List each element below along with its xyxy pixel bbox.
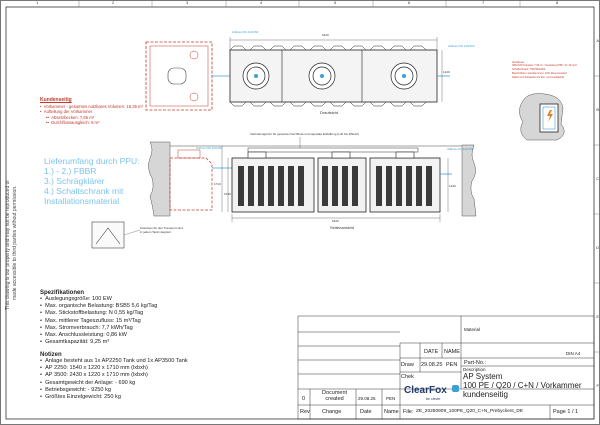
cabinet-note-line: Gehäuse	[512, 60, 525, 64]
zone-row-label: D	[596, 245, 599, 250]
din-format: DIN A4	[566, 351, 581, 356]
delivery-scope-title: Lieferumfang durch PPU:	[44, 156, 140, 166]
zone-column-label: 8	[556, 0, 559, 5]
note-item: • Gesamtgewicht der Anlage: - 690 kg	[40, 379, 136, 386]
material-label: Material	[464, 327, 481, 332]
top-view-outlet-tag: Abfluss DN 110/150	[448, 44, 475, 48]
brand-logo: ClearFox be clever	[404, 380, 460, 401]
copyright-line-1: This drawing is our property and may not…	[5, 179, 11, 310]
side-view-height-mid: 1330	[224, 192, 231, 196]
brand-shield-icon	[452, 385, 460, 393]
cabinet-note-line: Schaltschrank: 700x500x200	[512, 68, 546, 71]
revision-date: 29.08.25	[358, 396, 376, 401]
customer-side-item: •• Absetzbecken: 7,65 m³	[46, 114, 95, 120]
date-column-label: Date	[360, 409, 372, 415]
crane-note-line-2: in jedem Tank integriert	[140, 230, 171, 234]
side-view-length-dimension: 6420	[332, 219, 339, 223]
zone-column-label: 7	[482, 0, 485, 5]
file-name: ZE_20250909_100PE_Q20_C+N_Prebyclient_DE	[416, 409, 524, 414]
copyright-line-2: made accessible to third parties without…	[12, 185, 18, 301]
note-item: • Größtes Einzelgewicht: 250 kg	[40, 394, 121, 401]
side-view-caption: Seitenansicht	[330, 225, 355, 230]
crane-note-line-1: Kranösen für den Transport sind	[140, 226, 183, 230]
customer-side-item: • Aufteilung der Vorkammer	[40, 109, 93, 114]
customer-side-title: Kundenseitig	[40, 97, 72, 103]
change-column-label: Change	[322, 409, 342, 415]
delivery-scope-item: 1.) - 2.) FBBR	[44, 166, 97, 176]
zone-column-label: 3	[186, 0, 189, 5]
specification-item: • Max. mittlerer Tageszufluss: 15 m³/Tag	[40, 317, 141, 324]
zone-column-label: 6	[408, 0, 411, 5]
revision-number: 0	[302, 396, 306, 402]
note-item: • Anlage besteht aus 1x AP2250 Tank und …	[40, 358, 188, 364]
zone-column-label: 2	[112, 0, 115, 5]
name-column-label: Name	[384, 409, 399, 415]
revision-change: Document created	[322, 390, 348, 402]
zone-row-label: A	[596, 38, 599, 43]
specification-item: • Max. Stromverbrauch: 7,7 kWh/Tag	[40, 324, 133, 331]
page-number: Page 1 / 1	[553, 409, 579, 415]
delivery-scope-item: 3.) Schrägklärer	[44, 176, 105, 186]
file-label: File:	[403, 409, 414, 415]
zone-row-label: E	[596, 314, 599, 319]
zone-row-label: F	[596, 383, 599, 388]
delivery-scope-block: Lieferumfang durch PPU: 1.) - 2.) FBBR 3…	[44, 156, 139, 206]
specification-item: • Gesamtkapazität: 9,25 m³	[40, 339, 110, 346]
brand-name: ClearFox	[404, 385, 447, 396]
specification-item: • Max. Stickstoffbelastung: N 0,55 kg/Ta…	[40, 310, 144, 317]
delivery-scope-item: Installationsmaterial	[44, 196, 120, 206]
side-view-height-outer: 1710	[214, 182, 221, 186]
zone-row-label: C	[596, 176, 599, 181]
cabinet-note-line: Beschriftete Leiterklemmen: 10% Reservea…	[512, 72, 567, 75]
revision-name: PEN	[386, 396, 396, 401]
part-number-label: Part-No.:	[464, 360, 487, 366]
check-label: Chek	[401, 374, 414, 380]
note-item: • Betriebsgewicht: - 9250 kg	[40, 386, 111, 393]
side-view-inlet-tag: Zufluss DN 110/150	[196, 146, 223, 150]
top-view-width-dimension: 1220	[443, 70, 450, 74]
top-view-length-dimension: 6420	[322, 33, 329, 37]
description-label: Description	[463, 367, 486, 372]
cabinet-note-line: Kabel und Schläuche für Ein- und Ausblas…	[512, 76, 564, 79]
side-view-outlet-tag: Abfluss DN 110/150	[447, 147, 474, 151]
zone-column-label: 1	[36, 0, 39, 5]
description-text: AP System 100 PE / Q20 / C+N / Vorkammer…	[463, 372, 582, 399]
specifications-block: Spezifikationen • Auslegungsgröße: 100 E…	[40, 290, 157, 346]
top-view-caption: Draufsicht	[320, 110, 339, 115]
customer-side-block: Kundenseitig • Vorkammer - gesamtes nutz…	[40, 97, 143, 126]
specification-item: • Auslegungsgröße: 100 EW	[40, 296, 112, 302]
zone-column-label: 4	[260, 0, 263, 5]
zone-column-label: 5	[334, 0, 337, 5]
specification-item: • Max. organische Belastung: BSB5 5,6 kg…	[40, 303, 158, 310]
drawn-name: PEN	[446, 362, 458, 368]
name-label: NAME	[444, 349, 460, 355]
date-label: DATE	[424, 349, 439, 355]
drawn-date: 29.08.25	[421, 362, 443, 368]
customer-side-item: • Vorkammer - gesamtes nutzbares Volumen…	[40, 103, 143, 109]
customer-side-item: •• Durchflussausgleich: 9 m³	[46, 120, 100, 125]
copyright-note: This drawing is our property and may not…	[2, 95, 18, 335]
delivery-scope-item: 4.) Schaltschrank mit	[44, 186, 124, 196]
side-view-height-right: 1420	[449, 184, 456, 188]
note-item: • AP 2250: 1540 x 1220 x 1710 mm (lxbxh)	[40, 365, 148, 372]
side-view-pipe-note: Verbindungsrohr für gesamte Durchfluss u…	[250, 132, 359, 136]
rev-column-label: Rev	[300, 409, 310, 415]
top-view-inlet-tag: Zufluss DN 110/150	[232, 30, 259, 34]
cabinet-note: Gehäuse 480x720 Polyester 7,93 m³ / Vert…	[512, 60, 577, 80]
notes-block: Notizen • Anlage besteht aus 1x AP2250 T…	[40, 352, 188, 401]
specification-item: • Max. Anschlussleistung: 0,86 kW	[40, 332, 127, 339]
zone-row-label: B	[596, 107, 599, 112]
specifications-title: Spezifikationen	[40, 290, 85, 296]
cabinet-note-line: 480x720 Polyester 7,93 m³ / Verteilung I…	[512, 64, 578, 67]
brand-tagline: be clever	[426, 397, 441, 401]
notes-title: Notizen	[40, 352, 62, 358]
drawn-label: Draw	[401, 362, 414, 368]
note-item: • AP 3500: 2430 x 1220 x 1710 mm (lxbxh)	[40, 372, 148, 379]
